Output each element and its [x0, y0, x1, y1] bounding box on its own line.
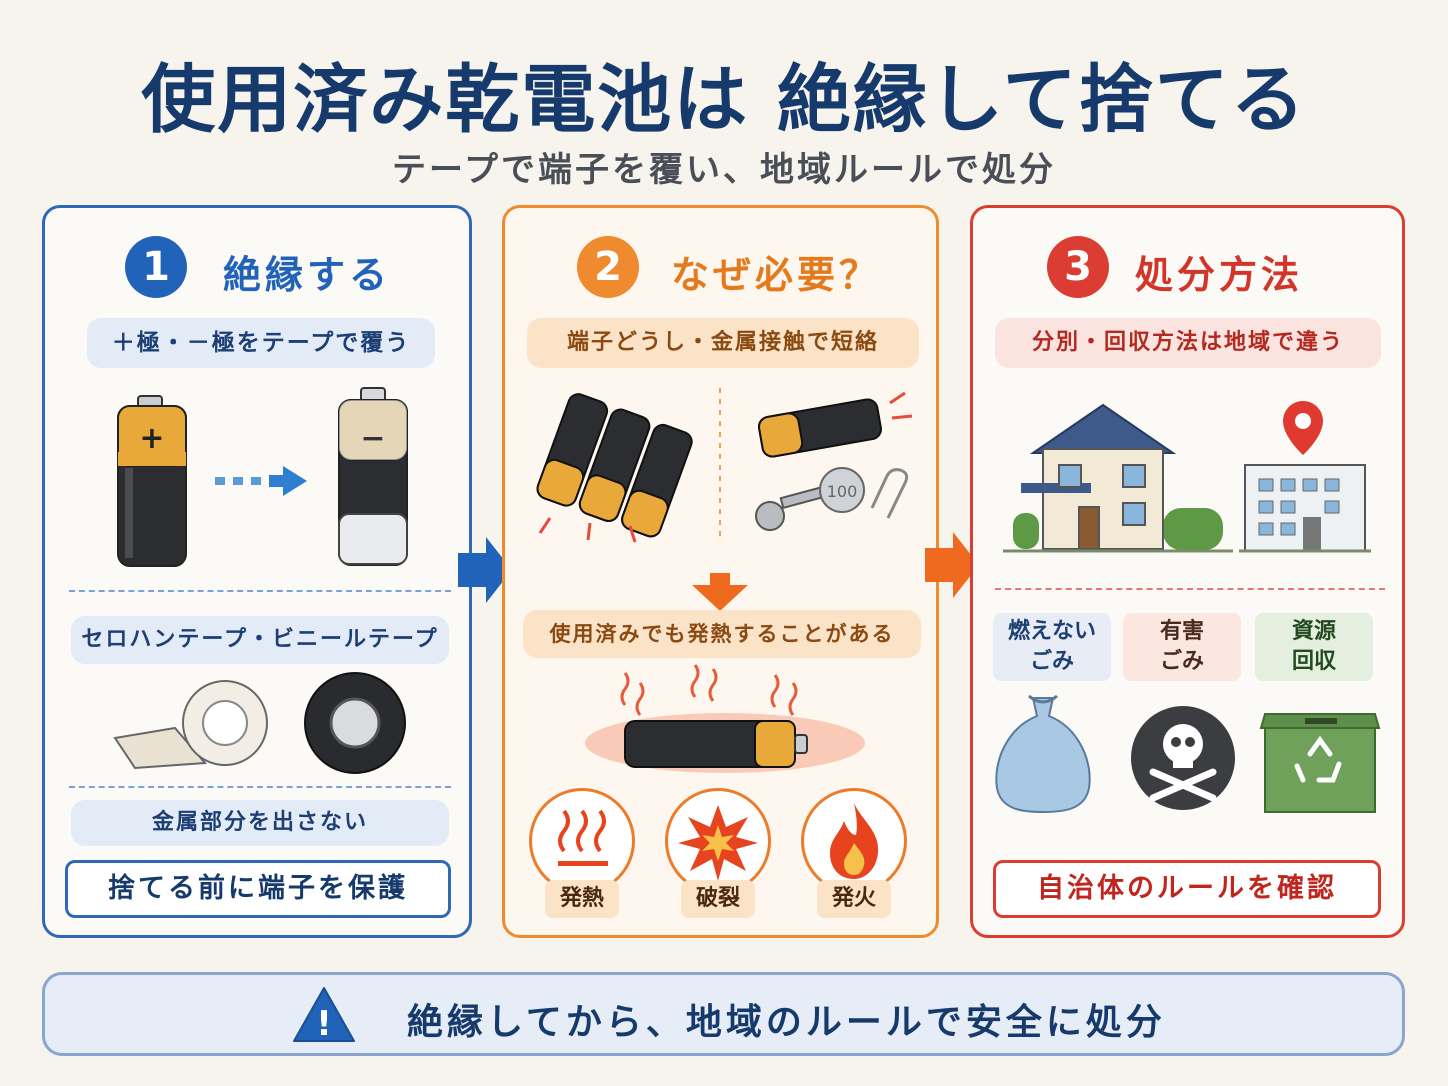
- hazardous-label: 有害 ごみ: [1123, 613, 1241, 681]
- minus-terminal-label: −: [360, 421, 385, 456]
- arrow-icon: [215, 466, 307, 496]
- battery-icon: [117, 395, 187, 567]
- house-icon: [1003, 403, 1233, 553]
- key-icon: [755, 484, 833, 531]
- non-burnable-label: 燃えない ごみ: [993, 613, 1111, 681]
- panel-insulate: 1 絶縁する ＋極・－極をテープで覆う + −: [42, 205, 472, 938]
- heat-icon: [558, 809, 608, 866]
- recycling-label: 資源 回収: [1255, 613, 1373, 681]
- summary-message: 絶縁してから、地域のルールで安全に処分: [407, 1002, 1166, 1043]
- region-rule-pill: 分別・回収方法は地域で違う: [995, 318, 1381, 368]
- svg-text:100: 100: [827, 482, 858, 501]
- municipal-office-icon: [1239, 464, 1371, 553]
- next-arrow-icon: [458, 537, 512, 603]
- hot-battery-illustration: [585, 664, 865, 773]
- panel-heading: なぜ必要？: [671, 253, 882, 297]
- step-number-badge: 3: [1047, 236, 1109, 298]
- burst-risk-circle: [665, 788, 771, 894]
- recycle-box-icon: [1259, 713, 1381, 813]
- svg-text:!: !: [316, 1004, 332, 1044]
- disposal-category-icons: [995, 694, 1381, 814]
- skull-icon: [1131, 706, 1235, 810]
- coin-icon: 100: [819, 467, 865, 513]
- cellophane-tape-icon: [113, 680, 268, 770]
- risk-label: 破裂: [681, 880, 755, 918]
- panel-heading: 絶縁する: [223, 253, 392, 297]
- paperclip-icon: [870, 468, 909, 519]
- risk-label: 発火: [817, 880, 891, 918]
- summary-banner: ! 絶縁してから、地域のルールで安全に処分: [42, 972, 1405, 1056]
- battery-metal-contact-icon: 100: [755, 391, 913, 531]
- plus-terminal-label: +: [139, 421, 164, 456]
- vinyl-tape-icon: [304, 672, 406, 774]
- down-arrow-icon: [692, 573, 748, 611]
- taped-battery-icon: [338, 387, 408, 566]
- garbage-bag-icon: [995, 694, 1091, 814]
- divider: [69, 590, 451, 592]
- tape-illustrations: [113, 672, 406, 774]
- short-circuit-pill: 端子どうし・金属接触で短絡: [527, 318, 919, 368]
- heat-wave-icon: [620, 664, 798, 716]
- divider: [69, 786, 451, 788]
- warning-pill: 金属部分を出さない: [71, 800, 449, 846]
- battery-icon: [624, 720, 808, 768]
- risk-label: 発熱: [545, 880, 619, 918]
- panel-footer: 自治体のルールを確認: [993, 860, 1381, 918]
- heat-risk-circle: [529, 788, 635, 894]
- divider: [995, 588, 1385, 590]
- tape-types-pill: セロハンテープ・ビニールテープ: [71, 616, 449, 664]
- heat-warning-pill: 使用済みでも発熱することがある: [523, 610, 921, 658]
- instruction-pill: ＋極・－極をテープで覆う: [87, 318, 435, 368]
- location-pin-icon: [1283, 401, 1323, 455]
- panel-header: 3 処分方法: [973, 236, 1402, 300]
- panel-header: 1 絶縁する: [45, 236, 469, 300]
- fire-icon: [830, 803, 879, 879]
- panel-why: 2 なぜ必要？ 端子どうし・金属接触で短絡: [502, 205, 939, 938]
- step-number-badge: 1: [125, 236, 187, 298]
- explosion-icon: [678, 805, 758, 881]
- short-circuit-illustration: 100: [536, 388, 913, 543]
- page-subtitle: テープで端子を覆い、地域ルールで処分: [392, 150, 1056, 190]
- disposal-location-illustration: [1003, 401, 1371, 553]
- panel-footer: 捨てる前に端子を保護: [65, 860, 451, 918]
- panel-header: 2 なぜ必要？: [505, 236, 936, 300]
- step-number-badge: 2: [577, 236, 639, 298]
- fire-risk-circle: [801, 788, 907, 894]
- page-title: 使用済み乾電池は 絶縁して捨てる: [141, 57, 1307, 143]
- panel-disposal: 3 処分方法 分別・回収方法は地域で違う: [970, 205, 1405, 938]
- battery-taping-illustration: + −: [117, 387, 408, 567]
- panel-heading: 処分方法: [1135, 253, 1304, 297]
- warning-icon: !: [293, 987, 355, 1044]
- next-arrow-icon: [925, 532, 979, 598]
- batteries-touching-icon: [536, 393, 693, 543]
